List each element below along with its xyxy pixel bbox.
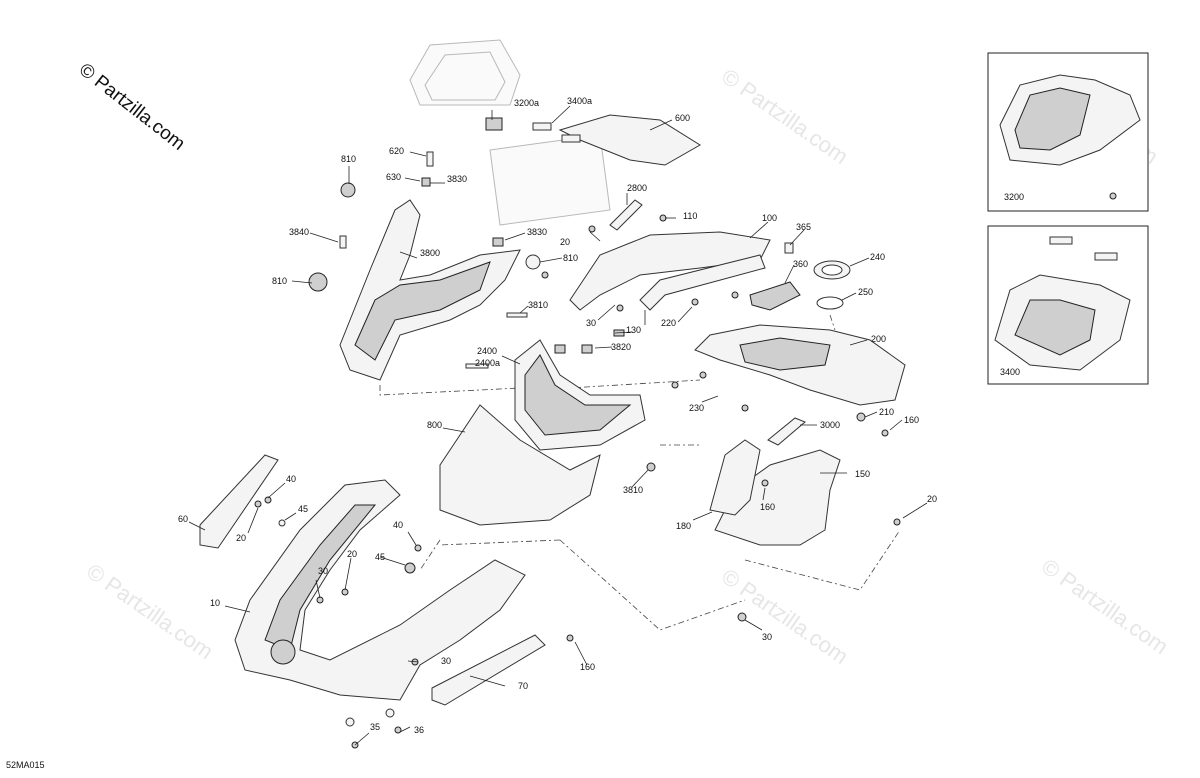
- callout-40: 40: [286, 474, 296, 484]
- part-3800-fairing: [339, 199, 521, 381]
- callout-110: 110: [683, 211, 697, 221]
- watermark-faint: © Partzilla.com: [717, 564, 853, 670]
- figure-code: 52MA015: [6, 760, 45, 770]
- callout-36: 36: [414, 725, 424, 735]
- part-10-front-hood: [234, 479, 526, 701]
- inset-bottom: 3400: [987, 225, 1149, 385]
- callout-20: 20: [236, 533, 246, 543]
- part-200-console: [694, 324, 906, 406]
- callout-70: 70: [518, 681, 528, 691]
- callout-3000: 3000: [820, 420, 840, 430]
- callout-810: 810: [272, 276, 287, 286]
- callout-labels: 10 20 20 20 20 30 30 30 30 35 36 40 40 4…: [178, 96, 937, 735]
- callout-2400a: 2400a: [475, 358, 500, 368]
- callout-150: 150: [855, 469, 870, 479]
- part-70-strip: [431, 634, 546, 706]
- part-60-strip: [199, 454, 279, 549]
- callout-630: 630: [386, 172, 401, 182]
- callout-3400a: 3400a: [567, 96, 592, 106]
- callout-35: 35: [370, 722, 380, 732]
- callout-130: 130: [626, 325, 641, 335]
- fasteners: [254, 117, 901, 749]
- callout-45: 45: [298, 504, 308, 514]
- callout-60: 60: [178, 514, 188, 524]
- watermark-faint: © Partzilla.com: [1037, 554, 1173, 660]
- part-180-bracket: [709, 439, 761, 516]
- watermark-main: © Partzilla.com: [75, 59, 189, 154]
- callout-45: 45: [375, 552, 385, 562]
- callout-810: 810: [341, 154, 356, 164]
- part-3000-strip: [767, 417, 806, 446]
- callout-20: 20: [927, 494, 937, 504]
- callout-2400: 2400: [477, 346, 497, 356]
- inset-bottom-label: 3400: [1000, 367, 1020, 377]
- callout-3830: 3830: [527, 227, 547, 237]
- watermark-faint: © Partzilla.com: [717, 64, 853, 170]
- callout-600: 600: [675, 113, 690, 123]
- callout-180: 180: [676, 521, 691, 531]
- callout-3840: 3840: [289, 227, 309, 237]
- part-600-cover: [558, 114, 701, 166]
- callout-10: 10: [210, 598, 220, 608]
- callout-220: 220: [661, 318, 676, 328]
- part-2400-headlight: [514, 339, 646, 451]
- callout-3820: 3820: [611, 342, 631, 352]
- part-130-strip: [639, 254, 766, 311]
- part-360-module: [749, 281, 801, 311]
- callout-240: 240: [870, 252, 885, 262]
- callout-20: 20: [347, 549, 357, 559]
- callout-160: 160: [580, 662, 595, 672]
- callout-3200a: 3200a: [514, 98, 539, 108]
- callout-3810: 3810: [623, 485, 643, 495]
- callout-200: 200: [871, 334, 886, 344]
- part-250-seal: [816, 296, 844, 310]
- callout-210: 210: [879, 407, 894, 417]
- part-2800-strip: [609, 199, 643, 231]
- callout-250: 250: [858, 287, 873, 297]
- ghost-cover-top: [409, 39, 611, 226]
- callout-3810: 3810: [528, 300, 548, 310]
- callout-20: 20: [560, 237, 570, 247]
- callout-365: 365: [796, 222, 811, 232]
- callout-620: 620: [389, 146, 404, 156]
- callout-160: 160: [904, 415, 919, 425]
- callout-360: 360: [793, 259, 808, 269]
- callout-30: 30: [441, 656, 451, 666]
- callout-3800: 3800: [420, 248, 440, 258]
- callout-100: 100: [762, 213, 777, 223]
- callout-160: 160: [760, 502, 775, 512]
- leader-lines: [188, 105, 928, 746]
- inset-top: 3200: [987, 52, 1149, 212]
- callout-30: 30: [318, 566, 328, 576]
- part-800-nose: [439, 404, 601, 526]
- callout-30: 30: [586, 318, 596, 328]
- part-240-ring: [813, 260, 851, 280]
- callout-2800: 2800: [627, 183, 647, 193]
- callout-40: 40: [393, 520, 403, 530]
- callout-800: 800: [427, 420, 442, 430]
- assembly-lines: [379, 314, 901, 631]
- inset-top-label: 3200: [1004, 192, 1024, 202]
- callout-3830: 3830: [447, 174, 467, 184]
- callout-230: 230: [689, 403, 704, 413]
- callout-810: 810: [563, 253, 578, 263]
- callout-30: 30: [762, 632, 772, 642]
- watermark-faint: © Partzilla.com: [82, 559, 218, 665]
